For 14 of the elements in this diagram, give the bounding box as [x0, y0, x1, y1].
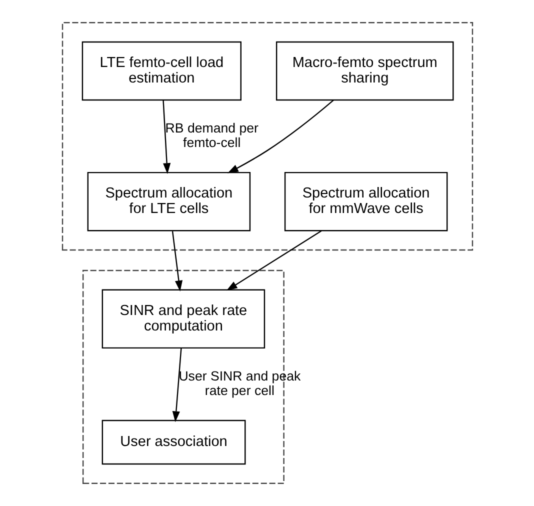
- node-box: Spectrum allocation for LTE cells: [86, 172, 250, 232]
- arrow: [226, 230, 322, 291]
- arrow: [162, 100, 170, 174]
- cluster: [61, 22, 473, 251]
- edge-label: RB demand per femto-cell: [164, 120, 258, 150]
- node-box: LTE femto-cell load estimation: [81, 41, 241, 101]
- node-box: User association: [101, 420, 246, 465]
- node-box: Spectrum allocation for mmWave cells: [284, 172, 448, 232]
- arrow: [172, 348, 182, 422]
- arrow: [226, 100, 334, 174]
- arrow: [171, 231, 182, 292]
- node-box: SINR and peak rate computation: [101, 289, 265, 349]
- node-box: Macro-femto spectrum sharing: [275, 41, 454, 101]
- edge-label: User SINR and peak rate per cell: [178, 368, 300, 398]
